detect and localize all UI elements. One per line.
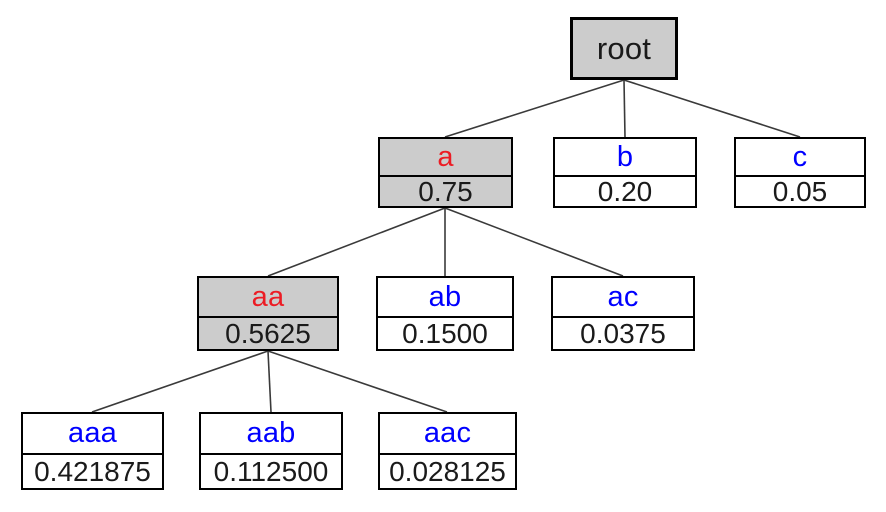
tree-node-label-root: root	[596, 31, 652, 66]
tree-node-value-a: 0.75	[380, 175, 511, 206]
tree-node-label-b: b	[616, 140, 634, 173]
tree-node-value-b: 0.20	[555, 175, 695, 206]
tree-node-label-a: a	[437, 140, 454, 173]
tree-node-value-aa: 0.5625	[199, 316, 337, 349]
tree-edge-a-ac	[444, 207, 624, 277]
tree-node-label-aab: aab	[246, 417, 296, 449]
tree-node-aac[interactable]: aac 0.028125	[378, 412, 517, 490]
tree-edge-aa-aaa	[91, 350, 269, 413]
tree-edge-root-a	[444, 79, 625, 138]
tree-edge-aa-aac	[267, 350, 448, 413]
tree-edge-root-b	[623, 79, 626, 138]
tree-node-value-ab: 0.1500	[378, 316, 512, 349]
tree-node-label-ab: ab	[428, 280, 462, 313]
tree-node-root[interactable]: root	[570, 17, 678, 80]
tree-node-value-aab: 0.112500	[201, 453, 341, 488]
tree-edge-aa-aab	[267, 350, 272, 413]
tree-node-value-c: 0.05	[736, 175, 864, 206]
tree-node-label-ac: ac	[607, 280, 639, 313]
tree-node-label-aac: aac	[423, 417, 472, 449]
tree-node-value-aaa: 0.421875	[23, 453, 162, 488]
tree-node-label-aa: aa	[251, 280, 285, 313]
tree-edge-a-aa	[267, 207, 446, 277]
tree-edge-root-c	[623, 79, 801, 138]
tree-node-value-ac: 0.0375	[553, 316, 693, 349]
tree-node-label-c: c	[792, 140, 808, 173]
tree-node-aaa[interactable]: aaa 0.421875	[21, 412, 164, 490]
tree-node-aab[interactable]: aab 0.112500	[199, 412, 343, 490]
tree-node-value-aac: 0.028125	[380, 453, 515, 488]
tree-node-label-aaa: aaa	[68, 417, 117, 449]
